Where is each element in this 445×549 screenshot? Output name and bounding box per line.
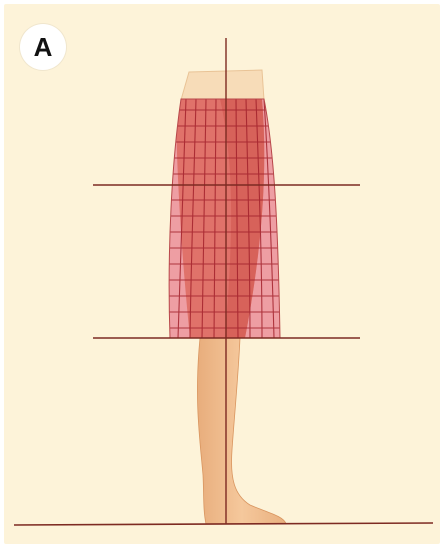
panel-label-badge: A (20, 24, 66, 70)
waistband-shape (181, 70, 264, 100)
skirt-shape (160, 99, 290, 338)
leg-shape (197, 338, 286, 524)
floor-line (14, 523, 433, 525)
panel-label: A (34, 32, 53, 63)
